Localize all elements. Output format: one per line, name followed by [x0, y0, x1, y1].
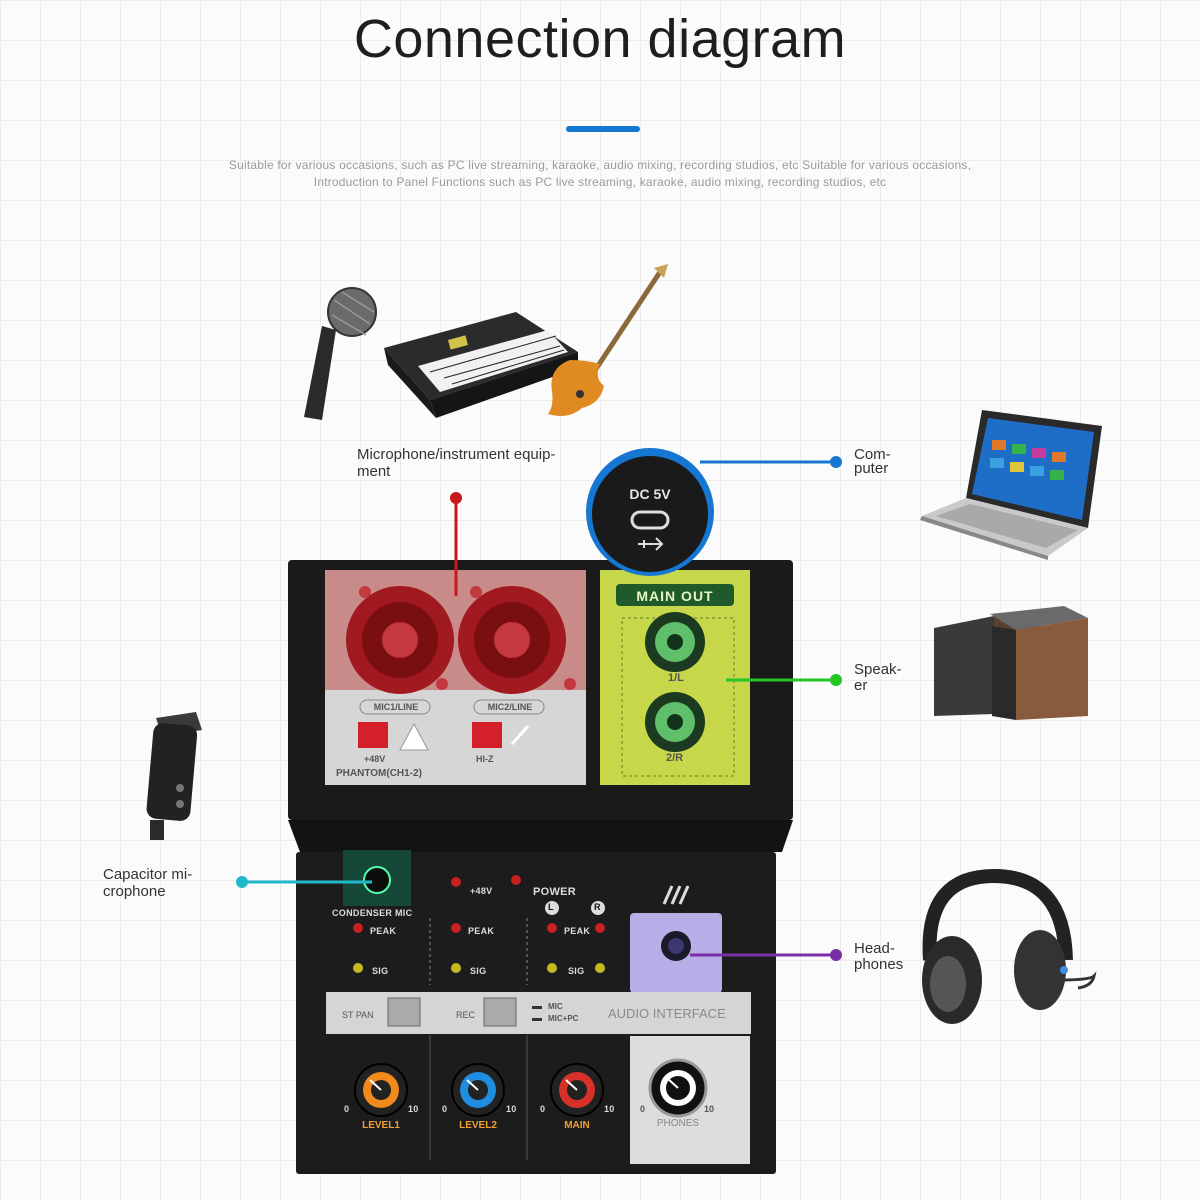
- condenser-jack: [363, 866, 391, 894]
- knob-level1-label: LEVEL1: [362, 1120, 400, 1131]
- scale-max-3: 10: [604, 1104, 615, 1114]
- guitar-small-icon: [510, 725, 530, 745]
- headphone-connector: [690, 949, 842, 961]
- label-computer: Com-: [854, 446, 891, 463]
- page-title: Connection diagram: [353, 9, 847, 69]
- label-speaker-2: er: [854, 677, 868, 694]
- knob-phones: [648, 1058, 708, 1118]
- headphones-icon: [922, 868, 1097, 1024]
- condenser-label: CONDENSER MIC: [332, 908, 413, 918]
- label-computer-2: puter: [854, 460, 889, 477]
- subtitle-line-2: Introduction to Panel Functions such as …: [313, 175, 887, 189]
- label-instruments-2: ment: [357, 463, 391, 480]
- audio-interface-label: AUDIO INTERFACE: [608, 1006, 726, 1021]
- combo-jack-2: [458, 586, 576, 694]
- knob-main: [550, 1063, 604, 1117]
- knob-level2: [451, 1063, 505, 1117]
- phantom-label: PHANTOM(CH1-2): [336, 768, 422, 779]
- out-r-label: 2/R: [666, 752, 684, 764]
- speaker-connector: [726, 674, 842, 686]
- peak-label-2: PEAK: [468, 926, 495, 936]
- mic1-label: MIC1/LINE: [373, 702, 419, 712]
- hiz-switch: [472, 722, 502, 748]
- sig-label-3: SIG: [568, 966, 585, 976]
- st-pan-switch: [387, 997, 421, 1027]
- label-capacitor: Capacitor mi-: [103, 866, 193, 883]
- sig-label-2: SIG: [470, 966, 487, 976]
- knob-main-label: MAIN: [564, 1120, 590, 1131]
- label-headphones-2: phones: [854, 956, 904, 973]
- rec-label: REC: [456, 1010, 476, 1020]
- usb-symbol-icon: [638, 537, 664, 551]
- speakers-icon: [934, 606, 1088, 720]
- rec-switch: [483, 997, 517, 1027]
- led-indicators: [353, 875, 605, 973]
- condenser-connector: [236, 876, 372, 888]
- usb-port-badge: [586, 448, 714, 576]
- instrument-connector: [450, 492, 462, 596]
- led-48v-label: +48V: [470, 886, 493, 896]
- keyboard-synth-icon: [384, 312, 578, 418]
- scale-min-3: 0: [540, 1104, 546, 1114]
- combo-jack-1: [346, 586, 454, 694]
- label-speaker: Speak-: [854, 661, 902, 678]
- dynamic-microphone-icon: [304, 287, 377, 420]
- plus48v-label: +48V: [364, 754, 386, 764]
- power-r-label: R: [594, 902, 601, 912]
- scale-min-2: 0: [442, 1104, 448, 1114]
- mic2-label: MIC2/LINE: [487, 702, 533, 712]
- rec-micpc-label: MIC+PC: [548, 1014, 579, 1023]
- warning-icon: [399, 722, 429, 751]
- knob-phones-label: PHONES: [656, 1118, 700, 1129]
- scale-max-4: 10: [704, 1104, 715, 1114]
- sig-label-1: SIG: [372, 966, 389, 976]
- st-pan-label: ST PAN: [342, 1010, 374, 1020]
- subtitle-line-1: Suitable for various occasions, such as …: [228, 158, 972, 172]
- power-l-label: L: [548, 902, 554, 912]
- knob-level1: [354, 1063, 408, 1117]
- scale-max-2: 10: [506, 1104, 517, 1114]
- mixer-fold: [288, 820, 793, 852]
- condenser-microphone-icon: [146, 712, 202, 840]
- title-underline: [566, 126, 640, 132]
- brand-logo: [662, 885, 690, 905]
- usb-label: DC 5V: [629, 486, 671, 502]
- scale-min-1: 0: [344, 1104, 350, 1114]
- scale-max-1: 10: [408, 1104, 419, 1114]
- power-label: POWER: [533, 886, 577, 898]
- label-headphones: Head-: [854, 940, 895, 957]
- main-out-label: MAIN OUT: [636, 588, 714, 604]
- laptop-icon: [920, 410, 1102, 560]
- out-l-label: 1/L: [668, 672, 684, 684]
- scale-min-4: 0: [640, 1104, 646, 1114]
- peak-label-3: PEAK: [564, 926, 591, 936]
- knob-level2-label: LEVEL2: [459, 1120, 497, 1131]
- rec-mic-label: MIC: [548, 1002, 563, 1011]
- usb-c-icon: [630, 510, 670, 530]
- peak-label-1: PEAK: [370, 926, 397, 936]
- electric-guitar-icon: [548, 264, 668, 416]
- label-capacitor-2: crophone: [103, 883, 166, 900]
- computer-connector: [700, 456, 842, 468]
- phantom-switch: [358, 722, 388, 748]
- hiz-label: HI-Z: [476, 754, 494, 764]
- label-instruments: Microphone/instrument equip-: [357, 446, 556, 463]
